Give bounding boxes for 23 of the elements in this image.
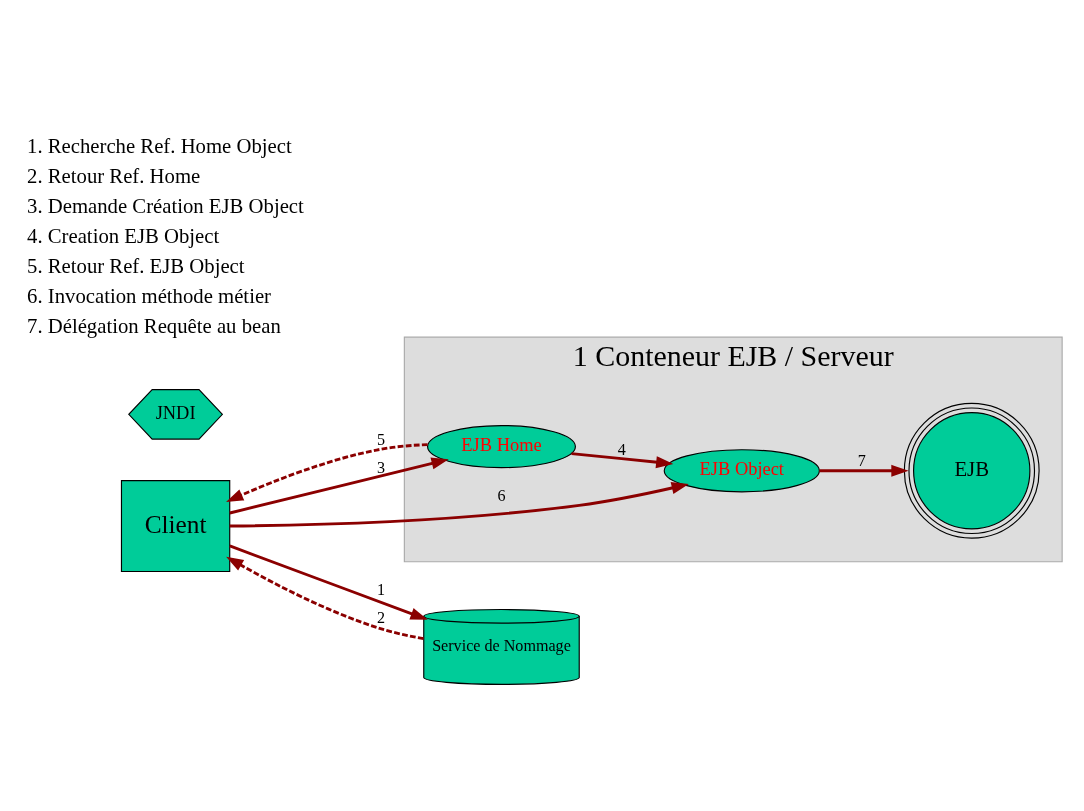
label: 6. Invocation méthode métier (27, 284, 271, 307)
arrow (819, 464, 909, 477)
arrow (229, 544, 428, 620)
label: 4. Creation EJB Object (27, 224, 220, 247)
arrow (571, 451, 674, 468)
label: 5. Retour Ref. EJB Object (27, 254, 245, 277)
label: 3. Demande Création EJB Object (27, 194, 304, 217)
edge-label: 1 (377, 580, 386, 598)
edge-label: 3 (377, 458, 386, 476)
edge-label: 6 (497, 486, 506, 504)
arrow (226, 442, 428, 502)
arrow (226, 556, 424, 640)
edge-label: 2 (377, 608, 386, 626)
label: 7. Délégation Requête au bean (27, 314, 281, 337)
arrow (229, 457, 449, 514)
edge-label: 4 (617, 440, 626, 458)
label: 2. Retour Ref. Home (27, 164, 201, 187)
node-circle: EJB (903, 402, 1040, 539)
edge-label: 7 (857, 451, 866, 469)
label: 1. Recherche Ref. Home Object (27, 134, 292, 157)
edge-label: 5 (377, 430, 386, 448)
node-box: Client (120, 479, 231, 572)
arrow (229, 481, 689, 527)
